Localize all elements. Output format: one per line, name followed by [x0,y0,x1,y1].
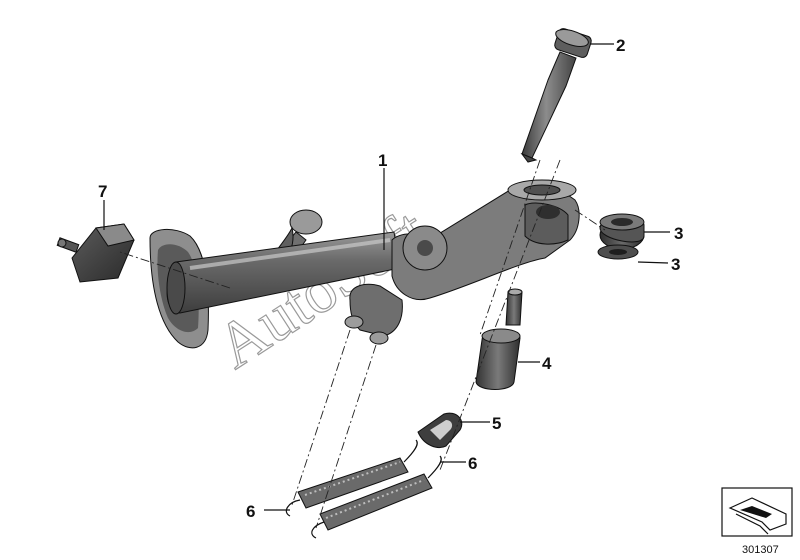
callout-1: 1 [378,151,387,170]
orientation-arrow-icon [721,487,793,537]
part-1-side-stand [149,179,580,349]
part-2-pin [520,28,592,163]
leader-lines [103,43,670,511]
part-4-sleeve [475,288,523,390]
callout-2: 2 [616,36,625,55]
callout-6-right: 6 [468,454,477,473]
callouts: 1 2 3 3 4 5 6 6 7 [98,36,683,521]
part-6-springs [285,439,442,539]
callout-6-left: 6 [246,502,255,521]
part-7-rubber-buffer [56,223,135,283]
part-5-clip [417,412,463,448]
diagram-number: 301307 [742,544,779,556]
part-3-bushings [597,213,645,260]
callout-4: 4 [542,354,552,373]
callout-3-lower: 3 [671,255,680,274]
assembly-lines [119,159,606,529]
callout-3-upper: 3 [674,224,683,243]
callout-7: 7 [98,182,107,201]
callout-5: 5 [492,414,501,433]
